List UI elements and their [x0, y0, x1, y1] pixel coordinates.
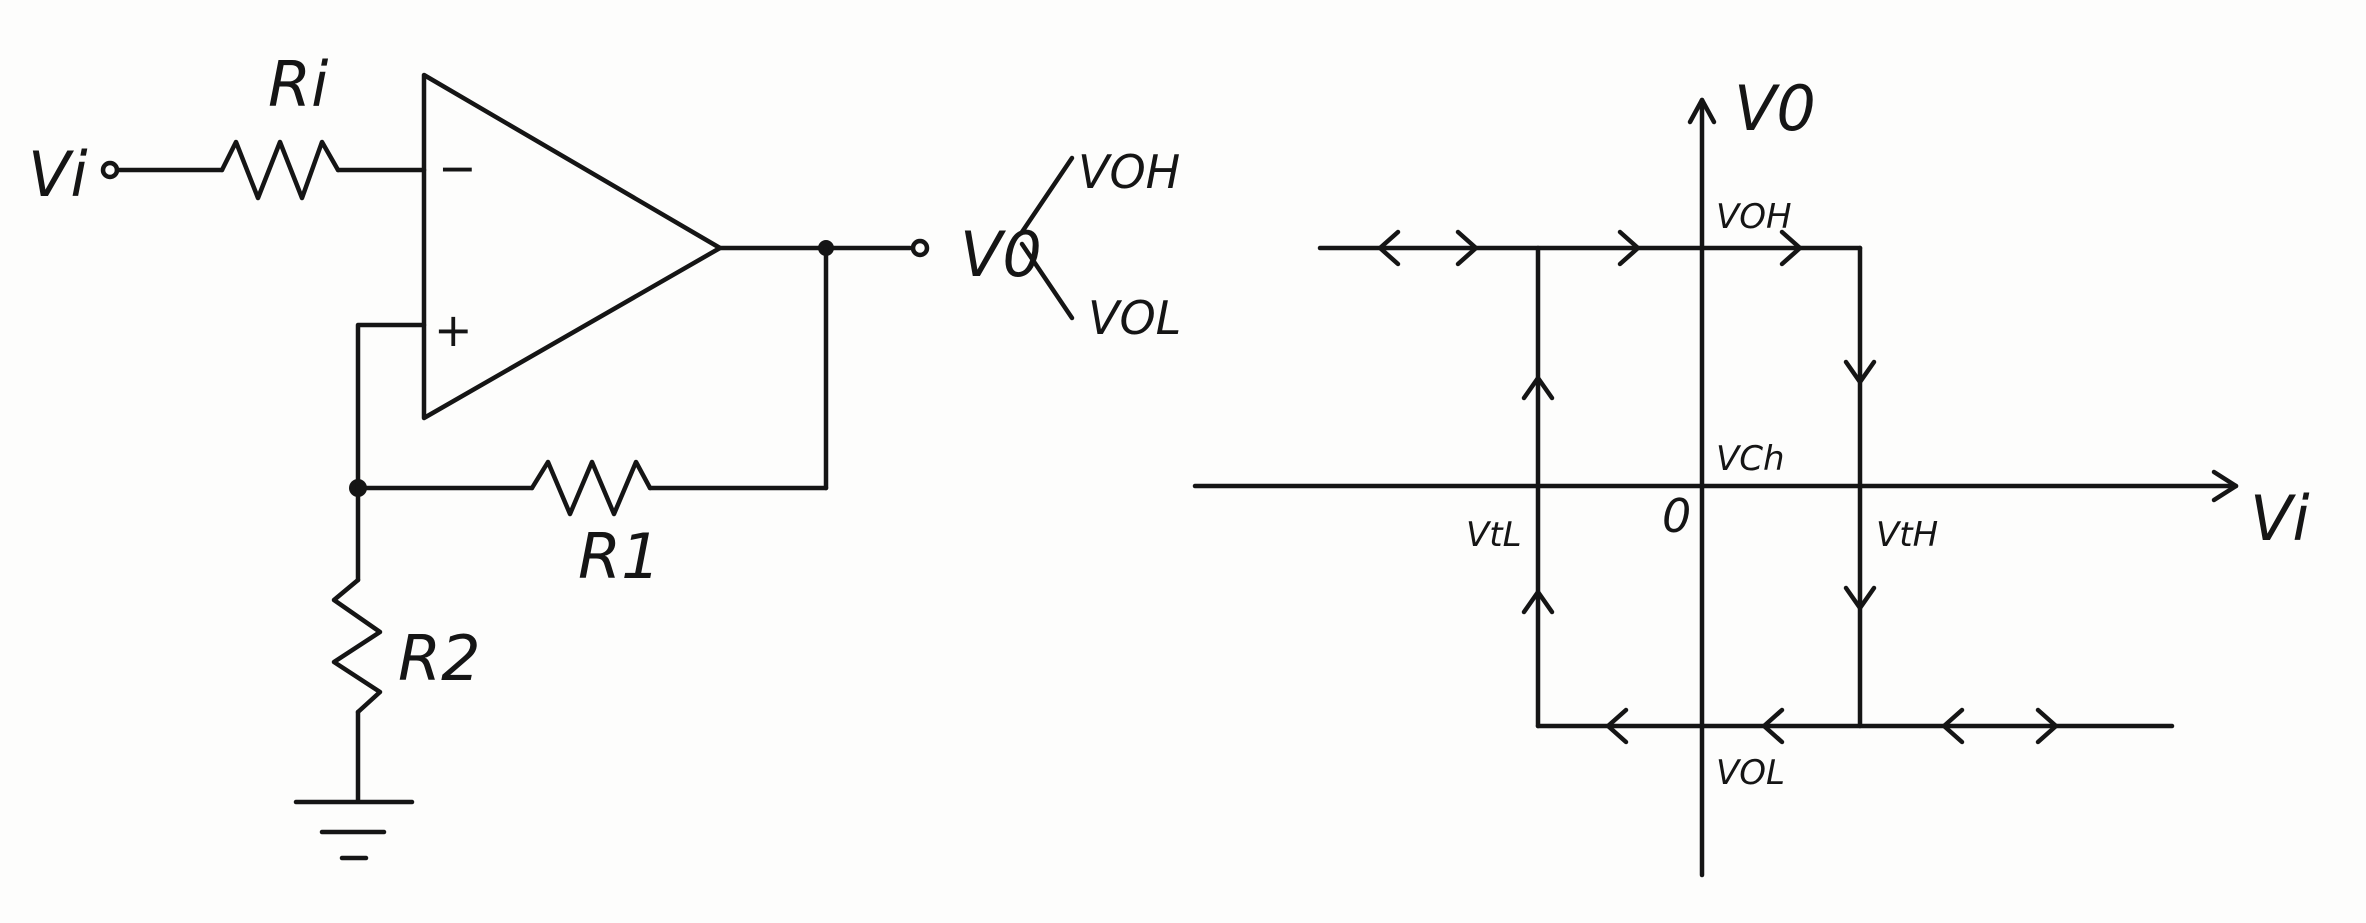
schmitt-trigger-circuit: Vi Ri − + V0 VOH VOL R1 R2: [28, 48, 1181, 861]
r1-label: R1: [578, 520, 661, 593]
vo-axis-arrowhead: [1687, 97, 1717, 125]
vol-right-arrow: [2035, 707, 2059, 745]
non-inverting-input-wire: [355, 322, 427, 491]
output-label: V0: [960, 218, 1042, 291]
vtl-up-arrow-2: [1521, 589, 1555, 615]
voh-branch-line: [1019, 155, 1075, 235]
vi-axis-label: Vi: [2250, 482, 2310, 555]
voh-right-arrow-2: [1617, 229, 1641, 267]
vol-output-label: VOL: [1088, 291, 1181, 345]
vo-axis-label: V0: [1734, 72, 1816, 145]
voh-right-arrow-3: [1779, 229, 1803, 267]
vth-label: VtH: [1876, 515, 1938, 555]
ri-label: Ri: [268, 48, 328, 121]
voh-right-arrow-1: [1455, 229, 1479, 267]
vth-down-arrow-2: [1843, 585, 1877, 611]
vol-left-arrow-2: [1761, 707, 1785, 745]
vtl-label: VtL: [1466, 515, 1522, 555]
plus-sign: +: [434, 303, 473, 357]
ri-resistor: [219, 139, 341, 201]
vi-axis-arrowhead: [2211, 469, 2239, 503]
minus-sign: −: [438, 141, 477, 195]
input-label: Vi: [28, 138, 88, 211]
vol-left-arrow-1: [1605, 707, 1629, 745]
vtl-up-arrow-1: [1521, 375, 1555, 401]
voh-left-arrow: [1377, 229, 1401, 267]
r2-label: R2: [398, 622, 481, 695]
op-amp: [421, 72, 723, 421]
output-terminal: [910, 238, 930, 258]
voh-output-label: VOH: [1078, 145, 1180, 199]
r2-resistor: [331, 577, 383, 715]
voh-label: VOH: [1716, 197, 1792, 237]
r1-resistor: [529, 459, 653, 517]
vch-label: VCh: [1716, 439, 1785, 479]
origin-label: 0: [1662, 489, 1691, 543]
vol-branch-line: [1019, 241, 1075, 321]
vol-left-arrow-3: [1941, 707, 1965, 745]
vth-down-arrow-1: [1843, 359, 1877, 385]
vol-label: VOL: [1716, 753, 1785, 793]
hysteresis-diagram: V0 Vi 0 VOH VOL VCh VtL VtH: [1192, 72, 2310, 878]
